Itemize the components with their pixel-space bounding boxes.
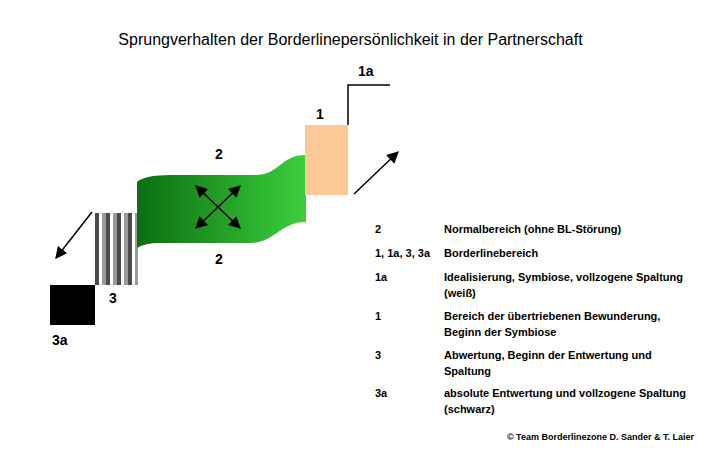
key-number: 2 [375,221,381,237]
label-slot: 2 [215,251,223,267]
label-slot: absolute Entwertung und vollzogene Spalt… [444,385,692,417]
direction-arrow [354,152,398,194]
title-slot: Sprungverhalten der Borderlinepersönlich… [0,31,701,49]
peach-block [305,125,348,195]
label-slot: 2 [215,146,223,162]
key-number: 3a [375,385,387,401]
label-slot: © Team Borderlinezone D. Sander & T. Lai… [507,432,694,442]
label-slot: 3a [375,385,387,401]
callout-number: 1a [358,63,374,79]
label-slot: 3 [375,347,381,363]
label-slot: 1, 1a, 3, 3a [375,245,430,261]
label-slot: 1a [358,63,374,79]
key-number: 3 [375,347,381,363]
label-slot: 2 [375,221,381,237]
diagram-title: Sprungverhalten der Borderlinepersönlich… [0,31,701,49]
white-step-outline [348,85,390,125]
cross-arrow [196,186,240,228]
label-slot: 1a [375,269,387,285]
key-description: Abwertung, Beginn der Entwertung und Spa… [444,347,692,379]
key-description: absolute Entwertung und vollzogene Spalt… [444,385,692,417]
key-number: 1a [375,269,387,285]
label-slot: 3 [109,290,117,306]
label-slot: Borderlinebereich [444,245,692,261]
label-slot: 1 [316,106,324,122]
black-block [50,285,95,325]
key-number: 1, 1a, 3, 3a [375,245,430,261]
key-description: Borderlinebereich [444,245,692,261]
key-description: Idealisierung, Symbiose, vollzogene Spal… [444,269,692,301]
label-slot: 3a [52,332,68,348]
callout-number: 2 [215,251,223,267]
key-description: Normalbereich (ohne BL-Störung) [444,221,692,237]
direction-arrow [56,212,92,258]
label-slot: Abwertung, Beginn der Entwertung und Spa… [444,347,692,379]
label-slot: Normalbereich (ohne BL-Störung) [444,221,692,237]
callout-number: 3 [109,290,117,306]
callout-number: 1 [316,106,324,122]
key-number: 1 [375,308,381,324]
callout-number: 3a [52,332,68,348]
label-slot: Bereich der übertriebenen Bewunderung, B… [444,308,692,340]
label-slot: 1 [375,308,381,324]
green-band [137,155,306,248]
cross-arrow [196,186,240,228]
striped-block [95,213,138,285]
label-slot: Idealisierung, Symbiose, vollzogene Spal… [444,269,692,301]
copyright-note: © Team Borderlinezone D. Sander & T. Lai… [507,432,694,442]
callout-number: 2 [215,146,223,162]
key-description: Bereich der übertriebenen Bewunderung, B… [444,308,692,340]
